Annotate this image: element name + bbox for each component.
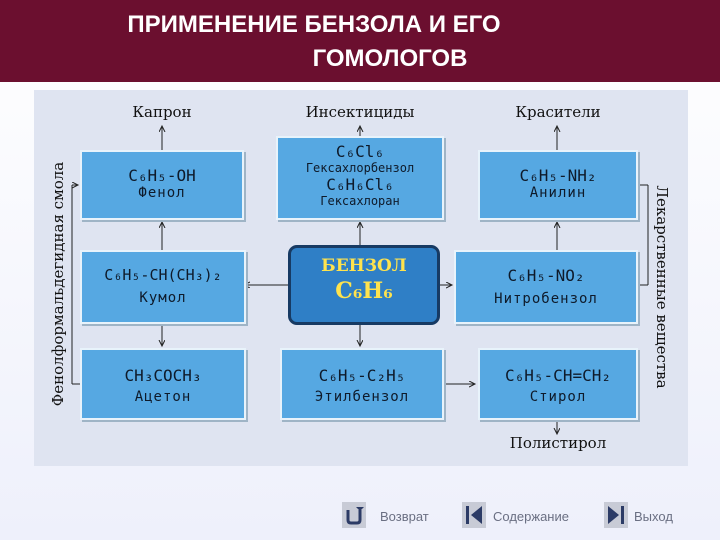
box-acetone: CH₃COCH₃ Ацетон <box>80 348 246 420</box>
label-polystyrene: Полистирол <box>509 434 607 452</box>
nitrobenzene-name: Нитробензол <box>494 291 598 307</box>
hexachlorane-formula: C₆H₆Cl₆ <box>326 175 394 194</box>
hexachlorane-name: Гексахлоран <box>320 194 400 208</box>
box-nitrobenzene: C₆H₅-NO₂ Нитробензол <box>454 250 638 324</box>
benzene-name: БЕНЗОЛ <box>321 256 407 276</box>
box-aniline: C₆H₅-NH₂ Анилин <box>478 150 638 220</box>
title-bar <box>0 0 720 82</box>
back-button[interactable]: Возврат <box>380 509 429 524</box>
phenol-name: Фенол <box>138 185 186 201</box>
back-icon[interactable] <box>342 502 366 528</box>
label-kapron: Капрон <box>132 103 192 121</box>
box-styrene: C₆H₅-CH=CH₂ Стирол <box>478 348 638 420</box>
ethylbenzene-formula: C₆H₅-C₂H₅ <box>318 366 406 385</box>
box-hexachlorobenzene: C₆Cl₆ Гексахлорбензол C₆H₆Cl₆ Гексахлора… <box>276 136 444 220</box>
box-ethylbenzene: C₆H₅-C₂H₅ Этилбензол <box>280 348 444 420</box>
styrene-name: Стирол <box>529 389 587 405</box>
cumene-formula: C₆H₅-CH(CH₃)₂ <box>104 266 222 284</box>
label-insecticides: Инсектициды <box>305 103 415 121</box>
benzene-formula: C₆H₆ <box>335 278 393 304</box>
exit-button[interactable]: Выход <box>634 509 673 524</box>
exit-icon[interactable] <box>604 502 628 528</box>
page-title: ПРИМЕНЕНИЕ БЕНЗОЛА И ЕГО ГОМОЛОГОВ <box>0 8 720 76</box>
box-cumene: C₆H₅-CH(CH₃)₂ Кумол <box>80 250 246 324</box>
label-phenol-resin: Фенолформальдегидная смола <box>49 161 67 407</box>
styrene-formula: C₆H₅-CH=CH₂ <box>505 366 611 385</box>
cumene-name: Кумол <box>139 290 187 306</box>
ethylbenzene-name: Этилбензол <box>314 389 410 405</box>
label-medicines: Лекарственные вещества <box>653 185 671 389</box>
title-line-2: ГОМОЛОГОВ <box>312 45 468 72</box>
benzene-center: БЕНЗОЛ C₆H₆ <box>288 245 440 325</box>
hexachlorobenzene-formula: C₆Cl₆ <box>335 142 385 161</box>
nitrobenzene-formula: C₆H₅-NO₂ <box>507 266 585 285</box>
label-dyes: Красители <box>515 103 601 121</box>
phenol-formula: C₆H₅-OH <box>128 166 196 185</box>
acetone-name: Ацетон <box>134 389 192 405</box>
hexachlorobenzene-name: Гексахлорбензол <box>305 161 415 175</box>
title-line-1: ПРИМЕНЕНИЕ БЕНЗОЛА И ЕГО <box>127 11 501 38</box>
contents-icon[interactable] <box>462 502 486 528</box>
aniline-formula: C₆H₅-NH₂ <box>519 166 597 185</box>
box-phenol: C₆H₅-OH Фенол <box>80 150 244 220</box>
aniline-name: Анилин <box>529 185 587 201</box>
acetone-formula: CH₃COCH₃ <box>124 366 202 385</box>
contents-button[interactable]: Содержание <box>493 509 569 524</box>
